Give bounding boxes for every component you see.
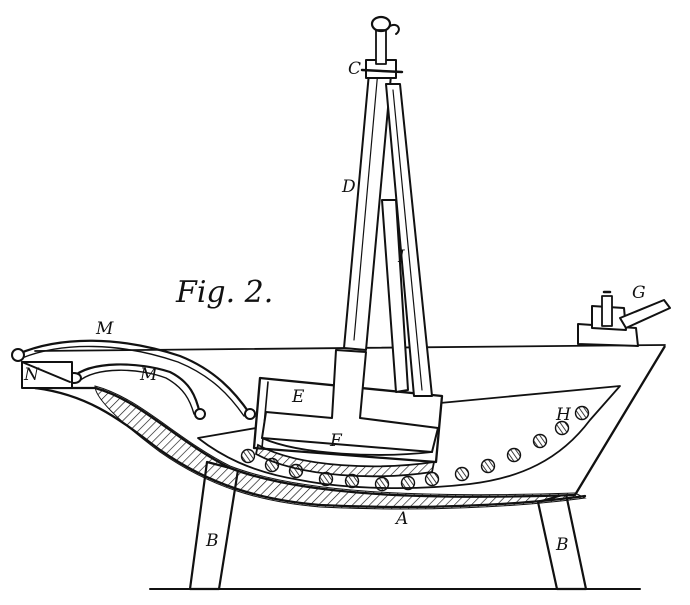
figure-caption: Fig. 2.	[175, 275, 273, 310]
crank-handle	[619, 299, 671, 329]
frame-brace	[385, 83, 433, 397]
label-b-right: B	[555, 535, 569, 555]
ball	[574, 405, 590, 421]
ball	[240, 448, 256, 464]
ball	[454, 466, 470, 482]
label-i: I	[397, 247, 405, 267]
label-e: E	[291, 387, 305, 407]
upper-rod	[16, 339, 252, 416]
lower-rod-inner	[77, 369, 195, 415]
label-b-left: B	[205, 531, 219, 551]
label-f: F	[329, 431, 343, 451]
rubber-head	[254, 443, 436, 478]
ball	[506, 447, 522, 463]
rod-inner-line	[353, 69, 379, 341]
label-n: N	[23, 365, 40, 385]
ball	[374, 476, 390, 492]
ball	[554, 420, 570, 436]
frame-brace-inner	[392, 89, 423, 391]
ball	[400, 475, 416, 491]
ball	[480, 458, 496, 474]
lower-rod	[70, 363, 202, 416]
label-h: H	[555, 405, 572, 425]
label-c: C	[348, 59, 361, 79]
balls	[240, 405, 590, 492]
left-bracket-link	[21, 361, 71, 383]
rubber-head-top	[261, 437, 433, 456]
left-eye-ring	[11, 348, 25, 362]
rod-pivot-lower	[194, 408, 206, 420]
label-a: A	[394, 509, 408, 529]
top-handle-ring	[370, 15, 392, 33]
frame-upright	[381, 199, 409, 393]
top-handle-stem	[375, 29, 387, 65]
ball	[424, 471, 440, 487]
ball	[532, 433, 548, 449]
collar-pin	[360, 68, 404, 74]
label-m-lower: M	[139, 365, 158, 385]
label-d: D	[341, 177, 356, 197]
upper-rod-inner	[21, 345, 245, 417]
top-handle-hook	[389, 24, 400, 35]
inner-sieve	[197, 385, 621, 489]
label-m-top: M	[95, 319, 114, 339]
crank-assembly	[577, 290, 671, 347]
crank-spindle	[601, 295, 613, 327]
rod-pivot-upper	[244, 408, 256, 420]
trough-bottom-hatch	[94, 385, 587, 510]
pressure-block	[261, 349, 439, 453]
label-g: G	[632, 283, 646, 303]
